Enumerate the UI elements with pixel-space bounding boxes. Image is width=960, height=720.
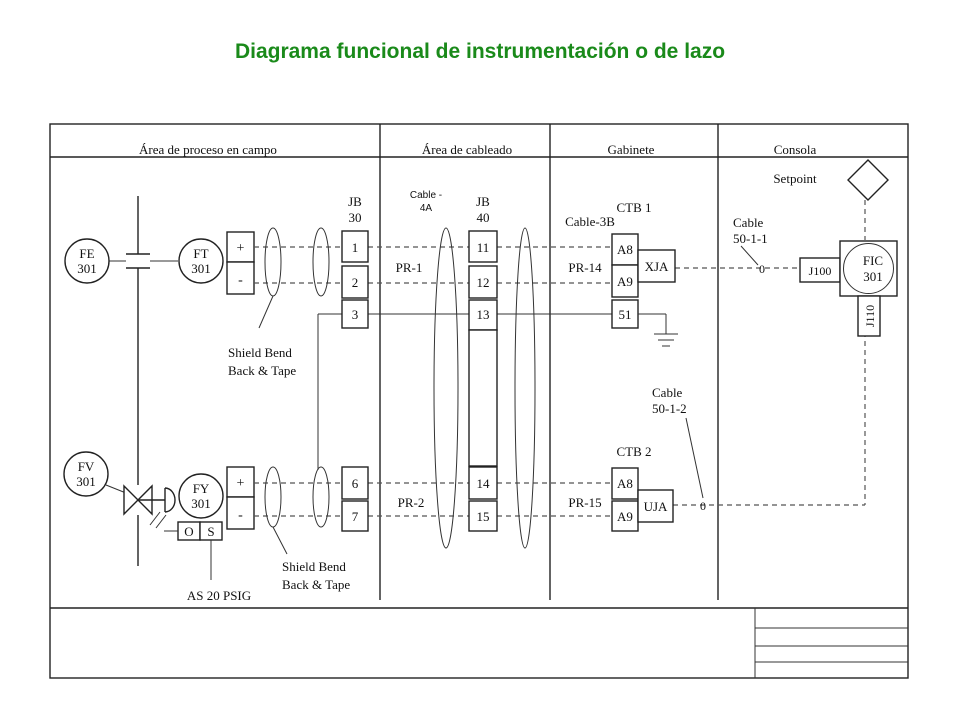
cable-4a-number: 4A (420, 203, 433, 214)
xja-card (637, 249, 676, 283)
area-header-consola: Consola (774, 142, 817, 157)
shield-drain-wires (317, 313, 612, 470)
jb30-number: 30 (349, 210, 362, 225)
setpoint-diamond-icon (847, 159, 889, 201)
ctb2-terminal-a9: A9 (617, 509, 633, 524)
ctb1-terminal-a9: A9 (617, 274, 633, 289)
uja-card (637, 489, 674, 523)
fy-plus-label: + (237, 476, 245, 491)
jb40-terminal-12: 12 (477, 275, 490, 290)
ctb2-label: CTB 2 (616, 444, 651, 459)
fic-301-number: 301 (863, 269, 883, 284)
jb40-terminal-15: 15 (477, 509, 490, 524)
positioner-ports: O S (164, 521, 223, 580)
jb40-terminal-14: 14 (477, 476, 491, 491)
cable-bundle-marks (264, 227, 536, 549)
ctb1-label: CTB 1 (616, 200, 651, 215)
cable-50-1-1-marker: 0 (759, 262, 765, 276)
pair-pr14-label: PR-14 (568, 260, 602, 275)
ctb1-terminals (611, 233, 639, 329)
fy-polarity-terminals: + - (226, 466, 255, 530)
fe-301-number: 301 (77, 261, 97, 276)
cable-3b-label: Cable-3B (565, 214, 615, 229)
fv-301-instrument: FV 301 (63, 451, 127, 497)
diagram-frame (49, 123, 909, 679)
area-header-gabinete: Gabinete (608, 142, 655, 157)
jb30-label: JB (348, 194, 362, 209)
shield-bend-label-1b: Back & Tape (228, 363, 296, 378)
shield-bend-label-2a: Shield Bend (282, 559, 346, 574)
cable-50-1-1-number: 50-1-1 (733, 231, 768, 246)
ft-301-number: 301 (191, 261, 211, 276)
jb30-terminal-2: 2 (352, 275, 359, 290)
jb30-terminal-3: 3 (352, 307, 359, 322)
process-line (100, 196, 178, 566)
fy-301-tag: FY (193, 481, 210, 496)
pair-pr2-label: PR-2 (398, 495, 425, 510)
xja-label: XJA (645, 259, 669, 274)
cable-50-1-2-number: 50-1-2 (652, 401, 687, 416)
fv-301-number: 301 (76, 474, 96, 489)
ft-301-tag: FT (193, 246, 208, 261)
j110-card (857, 295, 881, 337)
shield-bend-label-2b: Back & Tape (282, 577, 350, 592)
pair-pr15-label: PR-15 (568, 495, 601, 510)
ft-minus-label: - (238, 273, 243, 288)
j110-label: J110 (863, 305, 877, 327)
shield-bend-label-1a: Shield Bend (228, 345, 292, 360)
uja-label: UJA (644, 499, 668, 514)
ctb2-terminal-a8: A8 (617, 476, 633, 491)
ft-301-instrument: FT 301 (178, 238, 224, 284)
jb40-number: 40 (477, 210, 490, 225)
fv-301-tag: FV (78, 459, 95, 474)
jb30-terminal-1: 1 (352, 240, 359, 255)
control-valve-symbol (123, 484, 176, 529)
cable-50-1-2-label: Cable (652, 385, 683, 400)
jb40-terminal-11: 11 (477, 240, 490, 255)
fic-301-instrument: FIC 301 (839, 240, 898, 297)
cable-4a-label: Cable - (410, 190, 442, 201)
jb30-terminals (341, 230, 369, 532)
fe-301-instrument: FE 301 (64, 238, 110, 284)
area-header-campo: Área de proceso en campo (139, 142, 277, 157)
port-s-label: S (207, 524, 214, 539)
fy-301-number: 301 (191, 496, 211, 511)
jb40-label: JB (476, 194, 490, 209)
jb30-terminal-7: 7 (352, 509, 359, 524)
ctb1-terminal-51: 51 (619, 307, 632, 322)
fic-301-tag: FIC (863, 253, 883, 268)
ft-plus-label: + (237, 241, 245, 256)
fe-301-tag: FE (79, 246, 94, 261)
jb40-terminal-13: 13 (477, 307, 490, 322)
ft-polarity-terminals: + - (226, 231, 255, 295)
area-header-cableado: Área de cableado (422, 142, 512, 157)
pair-pr1-label: PR-1 (396, 260, 423, 275)
ground-icon (638, 313, 678, 347)
air-supply-label: AS 20 PSIG (187, 588, 251, 603)
setpoint-label: Setpoint (773, 171, 817, 186)
ctb2-terminals (611, 467, 639, 532)
fy-minus-label: - (238, 508, 243, 523)
page-title: Diagrama funcional de instrumentación o … (234, 40, 726, 63)
j100-label: J100 (809, 264, 832, 278)
jb40-terminals (468, 230, 498, 532)
jb30-terminal-6: 6 (352, 476, 359, 491)
cable-50-1-1-label: Cable (733, 215, 764, 230)
port-o-label: O (184, 524, 193, 539)
cable-50-1-2-marker: 0 (700, 499, 706, 513)
fy-301-instrument: FY 301 (178, 473, 224, 519)
ctb1-terminal-a8: A8 (617, 242, 633, 257)
